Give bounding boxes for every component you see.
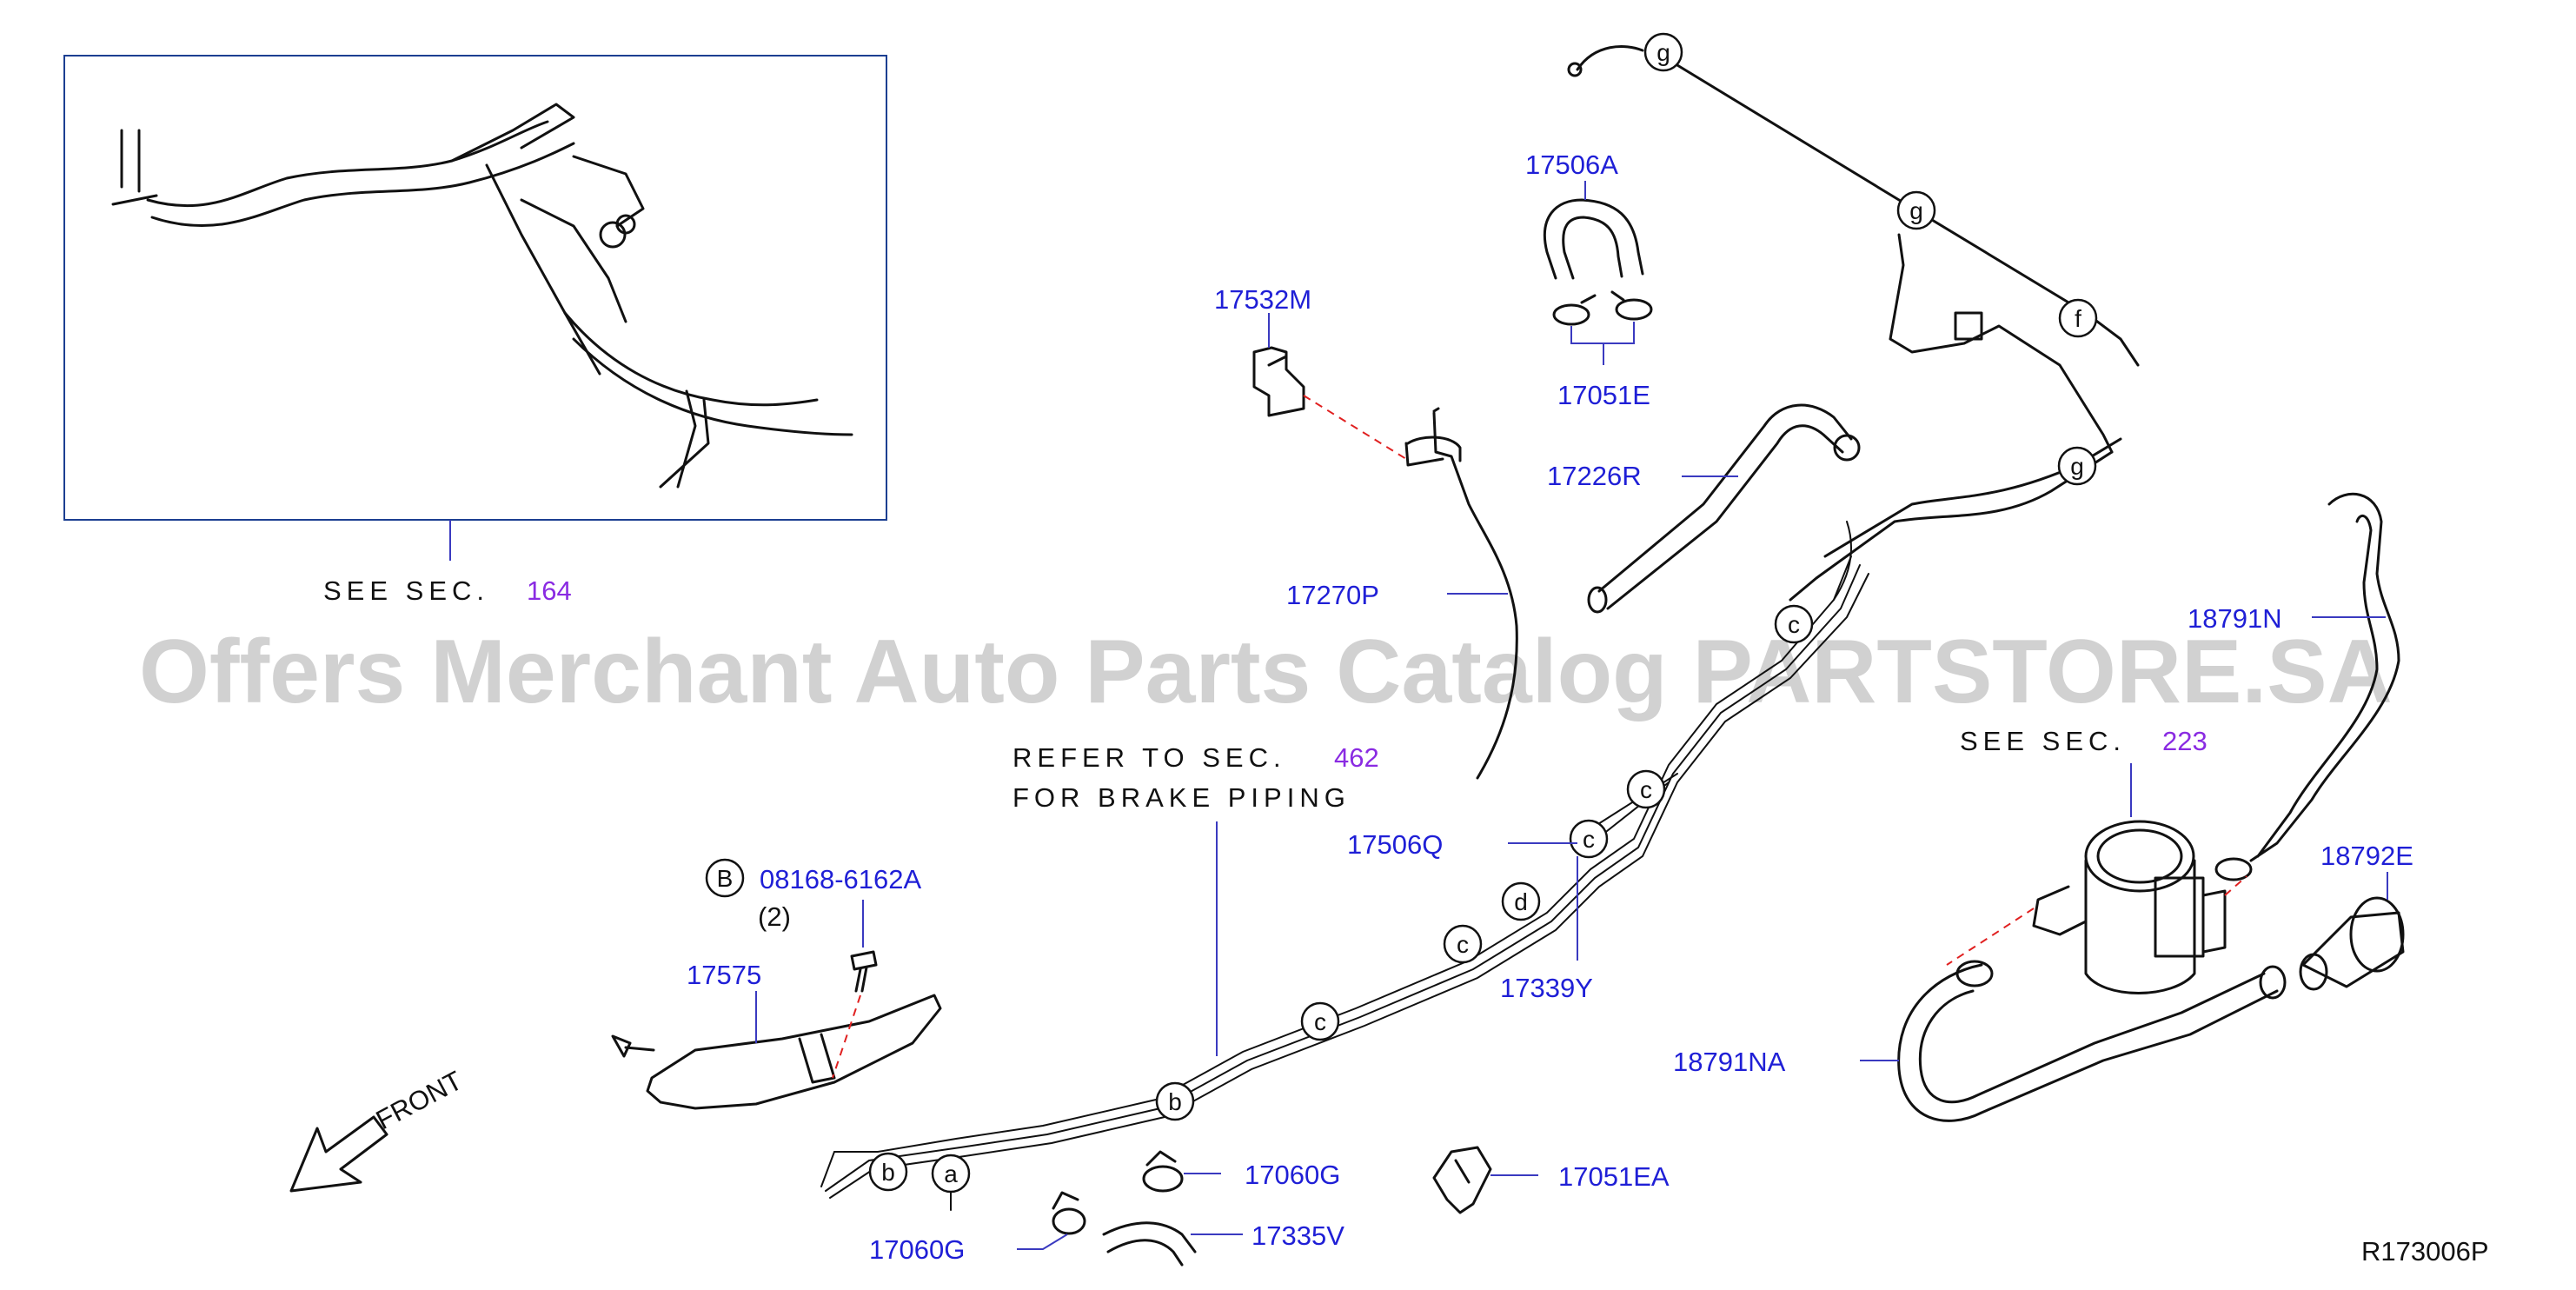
clamps-17051e	[1552, 290, 1653, 326]
callout-c5: c	[1300, 1001, 1340, 1041]
callout-a: a	[931, 1154, 971, 1194]
part-17051e[interactable]: 17051E	[1557, 380, 1650, 410]
svg-text:a: a	[944, 1160, 958, 1187]
callout-c2: c	[1626, 769, 1666, 809]
svg-text:d: d	[1514, 888, 1528, 915]
front-label: FRONT	[371, 1065, 468, 1135]
protector-17575	[646, 994, 942, 1110]
part-17270p[interactable]: 17270P	[1286, 580, 1379, 610]
callout-g2: g	[1896, 190, 1936, 230]
part-17506a[interactable]: 17506A	[1525, 150, 1618, 180]
part-17575[interactable]: 17575	[687, 960, 761, 990]
svg-text:g: g	[1656, 39, 1670, 66]
svg-text:c: c	[1788, 611, 1800, 638]
callout-c4: c	[1443, 924, 1483, 964]
svg-text:c: c	[1457, 931, 1469, 958]
svg-text:c: c	[1640, 776, 1652, 803]
callout-c1: c	[1774, 604, 1814, 644]
callout-d: d	[1501, 881, 1541, 921]
part-18791n[interactable]: 18791N	[2188, 603, 2282, 634]
clip-17051ea	[1432, 1146, 1492, 1214]
clamp-17060g-b	[1052, 1191, 1086, 1235]
svg-text:b: b	[1168, 1088, 1182, 1115]
callout-c3: c	[1569, 819, 1609, 859]
svg-text:b: b	[881, 1159, 895, 1186]
diagram-reference-code: R173006P	[2361, 1236, 2489, 1267]
canister-assembly	[2032, 820, 2227, 994]
svg-text:c: c	[1314, 1008, 1326, 1035]
brake-piping-label: FOR BRAKE PIPING	[1012, 782, 1351, 813]
dash-17532m	[1303, 395, 1407, 460]
svg-text:g: g	[2070, 453, 2084, 480]
part-17051ea[interactable]: 17051EA	[1558, 1161, 1670, 1192]
valve-18792e	[2299, 896, 2405, 991]
bolt-icon	[850, 950, 878, 993]
part-17506q[interactable]: 17506Q	[1347, 829, 1443, 860]
hose-17226r	[1597, 403, 1853, 610]
hose-18791n	[2249, 492, 2400, 862]
callout-g1: g	[1643, 32, 1683, 72]
tube-17270p	[1404, 411, 1518, 780]
vacuum-hose-top	[1567, 45, 2140, 602]
callout-b2: b	[868, 1152, 908, 1192]
callout-bolt-b: B	[705, 858, 745, 898]
refer-sec-number[interactable]: 462	[1334, 742, 1379, 773]
part-17060g-a[interactable]: 17060G	[1245, 1160, 1340, 1190]
leader-17060g-b	[1017, 1233, 1068, 1250]
callout-g3: g	[2057, 446, 2097, 486]
part-18791na[interactable]: 18791NA	[1673, 1047, 1786, 1077]
refer-sec-label: REFER TO SEC.	[1012, 742, 1286, 773]
bracket-17532m	[1252, 346, 1305, 417]
front-arrow-icon	[289, 1115, 388, 1193]
see-sec-223-number[interactable]: 223	[2162, 726, 2208, 756]
dash-18791n	[2224, 875, 2247, 896]
svg-text:g: g	[1909, 197, 1923, 224]
hose-17335v	[1102, 1221, 1197, 1267]
clamp-17060g-a	[1142, 1150, 1184, 1193]
see-sec-164-number[interactable]: 164	[527, 575, 572, 606]
part-17335v[interactable]: 17335V	[1251, 1220, 1344, 1251]
hose-18791na	[1897, 963, 2279, 1122]
bolt-quantity: (2)	[758, 901, 791, 932]
part-17060g-b[interactable]: 17060G	[869, 1234, 965, 1265]
see-sec-164-label: SEE SEC.	[323, 575, 489, 606]
part-17226r[interactable]: 17226R	[1547, 461, 1642, 491]
dash-canister	[1946, 908, 2035, 966]
svg-text:B: B	[717, 865, 734, 892]
leader-17051e	[1570, 322, 1635, 365]
inset-assembly	[63, 55, 887, 521]
callout-b1: b	[1155, 1081, 1195, 1121]
hose-17506a	[1543, 198, 1644, 280]
watermark-text: Offers Merchant Auto Parts Catalog PARTS…	[139, 622, 2393, 722]
part-18792e[interactable]: 18792E	[2320, 841, 2413, 871]
callout-f: f	[2058, 298, 2098, 338]
see-sec-223-label: SEE SEC.	[1960, 726, 2126, 756]
svg-text:c: c	[1583, 826, 1595, 853]
part-17532m[interactable]: 17532M	[1214, 284, 1311, 315]
part-08168-6162a[interactable]: 08168-6162A	[760, 864, 921, 894]
part-17339y[interactable]: 17339Y	[1500, 973, 1593, 1003]
svg-text:f: f	[2075, 305, 2081, 332]
dash-17575	[832, 994, 861, 1079]
